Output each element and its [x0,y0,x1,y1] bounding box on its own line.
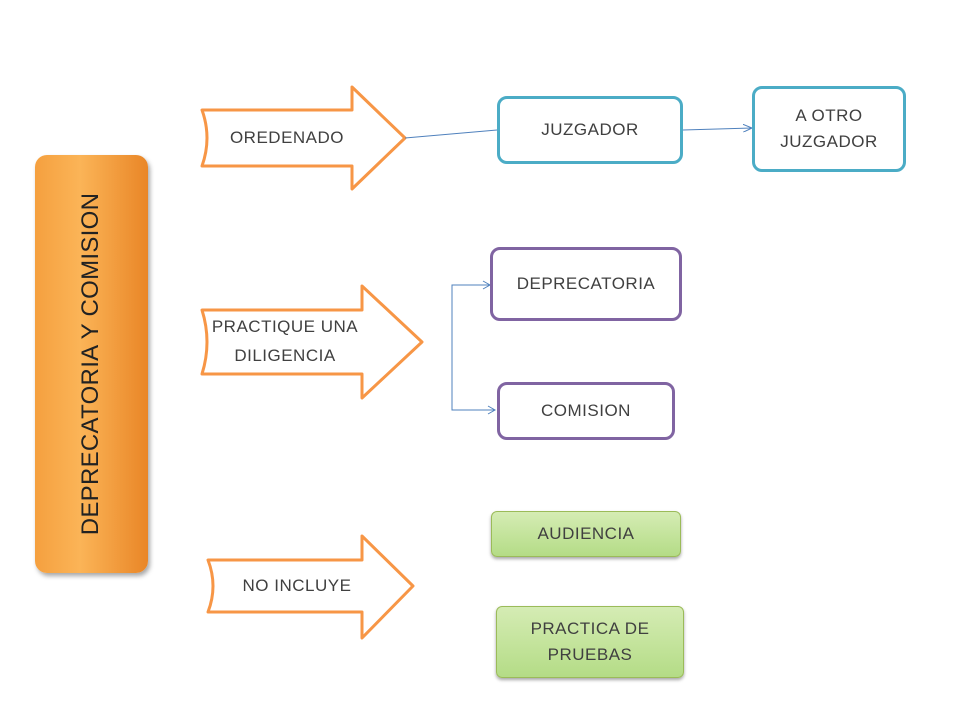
box-deprecatoria: DEPRECATORIA [490,247,682,321]
box-practica-line1: PRACTICA DE [530,618,650,638]
connector-juzgador-otro [682,128,752,130]
arrow-label-no-incluye: NO INCLUYE [242,575,352,595]
box-otro-juzgador-line1: A OTRO [795,105,863,125]
main-topic-label: DEPRECATORIA Y COMISION [77,192,104,536]
connector-ordenado-juzgador [404,129,498,139]
box-juzgador: JUZGADOR [497,96,683,164]
box-otro-juzgador-line2: JUZGADOR [780,132,878,151]
connector-bracket-practique [451,284,495,411]
box-comision: COMISION [497,382,675,440]
block-arrow-practique [200,284,424,400]
box-practica-pruebas: PRACTICA DE PRUEBAS [496,606,684,678]
main-topic-box [35,155,148,573]
arrow-label-ordenado: OREDENADO [229,127,345,147]
arrow-label-practique-line1: PRACTIQUE UNA [211,317,359,337]
box-otro-juzgador: A OTRO JUZGADOR [752,86,906,172]
box-practica-line2: PRUEBAS [547,645,633,664]
block-arrow-no-incluye [206,534,415,640]
box-audiencia: AUDIENCIA [491,511,681,557]
block-arrow-ordenado [200,85,407,191]
arrow-label-practique: PRACTIQUE UNA DILIGENCIA [205,312,365,372]
connector-arrowhead-comision [487,405,497,415]
arrow-label-practique-line2: DILIGENCIA [234,346,336,365]
